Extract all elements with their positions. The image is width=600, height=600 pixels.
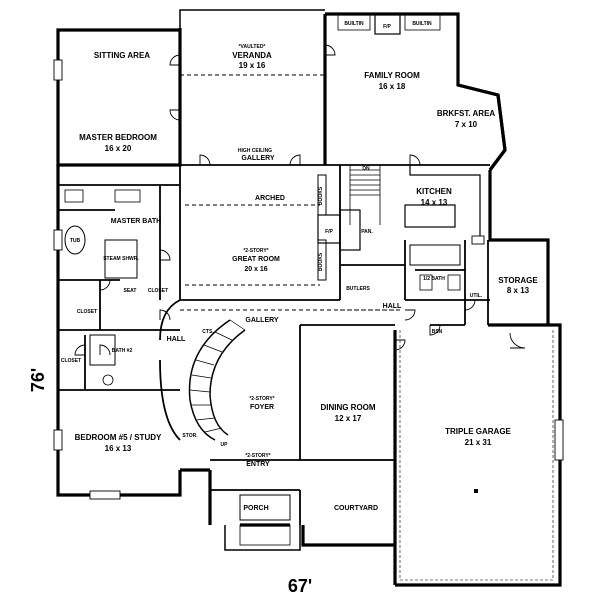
family-room-size: 16 x 18 xyxy=(379,82,406,91)
entry-note: *2-STORY* xyxy=(245,453,270,459)
fixture-labels: BUILTIN F/P BUILTIN BOOKS BOOKS F/P PAN.… xyxy=(61,21,483,448)
master-bedroom-label: MASTER BEDROOM xyxy=(79,133,157,142)
depth-dimension: 76' xyxy=(28,368,48,392)
veranda-note: *VAULTED* xyxy=(239,44,266,50)
garage-marker xyxy=(474,489,478,493)
util-label: UTIL. xyxy=(470,293,483,299)
room-labels: SITTING AREA MASTER BEDROOM 16 x 20 *VAU… xyxy=(75,44,539,512)
doors xyxy=(74,44,526,356)
entry-label: ENTRY xyxy=(246,461,270,468)
builtin-left-label: BUILTIN xyxy=(344,21,364,27)
hall-right-label: HALL xyxy=(383,303,402,310)
kitchen-label: KITCHEN xyxy=(416,187,452,196)
bedroom5-size: 16 x 13 xyxy=(105,444,132,453)
dining-room-label: DINING ROOM xyxy=(320,403,375,412)
gallery-mid-label: GALLERY xyxy=(245,317,279,324)
width-dimension: 67' xyxy=(288,576,312,596)
walls xyxy=(56,9,562,587)
storage-label: STORAGE xyxy=(498,276,538,285)
sitting-area-label: SITTING AREA xyxy=(94,51,150,60)
bedroom5-label: BEDROOM #5 / STUDY xyxy=(75,433,162,442)
books-upper-label: BOOKS xyxy=(318,186,324,205)
foyer-label: FOYER xyxy=(250,404,274,411)
dn-label: DN xyxy=(362,166,370,172)
fireplace-great-label: F/P xyxy=(325,229,333,235)
butlers-label: BUTLERS xyxy=(346,286,370,292)
master-bath-label-1: MASTER BATH xyxy=(111,218,161,225)
closet-master-label: CLOSET xyxy=(148,288,168,294)
great-room-label: GREAT ROOM xyxy=(232,256,280,263)
porch-label: PORCH xyxy=(243,505,268,512)
storage-size: 8 x 13 xyxy=(507,286,530,295)
family-room-label: FAMILY ROOM xyxy=(364,71,420,80)
gallery-top-label: GALLERY xyxy=(241,155,275,162)
builtin-right-label: BUILTIN xyxy=(412,21,432,27)
triple-garage-label: TRIPLE GARAGE xyxy=(445,427,511,436)
tub-label: TUB xyxy=(70,238,81,244)
half-bath-label: 1/2 BATH xyxy=(423,276,445,282)
bsn-label: BSN xyxy=(432,329,443,335)
dining-room-size: 12 x 17 xyxy=(335,414,362,423)
great-room-note: *2-STORY* xyxy=(243,248,268,254)
fireplace-top-label: F/P xyxy=(383,24,391,30)
steam-shower-label: STEAM SHWR. xyxy=(103,256,139,262)
courtyard-label: COURTYARD xyxy=(334,505,378,512)
veranda-label: VERANDA xyxy=(232,51,272,60)
dashed-openings xyxy=(180,74,400,311)
books-lower-label: BOOKS xyxy=(318,252,324,271)
triple-garage-size: 21 x 31 xyxy=(465,438,492,447)
foyer-note: *2-STORY* xyxy=(249,396,274,402)
bath2-label: BATH #2 xyxy=(112,348,133,354)
cts-label: CTS. xyxy=(202,329,214,335)
seat-label: SEAT xyxy=(124,288,137,294)
windows xyxy=(53,59,564,500)
great-room-size: 20 x 16 xyxy=(244,266,267,273)
gallery-top-note: HIGH CEILING xyxy=(238,148,272,154)
arched-label: ARCHED xyxy=(255,195,285,202)
closet-left-label: CLOSET xyxy=(77,309,97,315)
pantry-label: PAN. xyxy=(361,229,373,235)
veranda-size: 19 x 16 xyxy=(239,61,266,70)
kitchen-size: 14 x 13 xyxy=(421,198,448,207)
master-bedroom-size: 16 x 20 xyxy=(105,144,132,153)
storage-small-label: STOR. xyxy=(182,433,198,439)
closet-bed5-label: CLOSET xyxy=(61,358,81,364)
brkfst-area-size: 7 x 10 xyxy=(455,120,478,129)
up-label: UP xyxy=(221,442,229,448)
brkfst-area-label: BRKFST. AREA xyxy=(437,109,496,118)
hall-left-label: HALL xyxy=(167,336,186,343)
